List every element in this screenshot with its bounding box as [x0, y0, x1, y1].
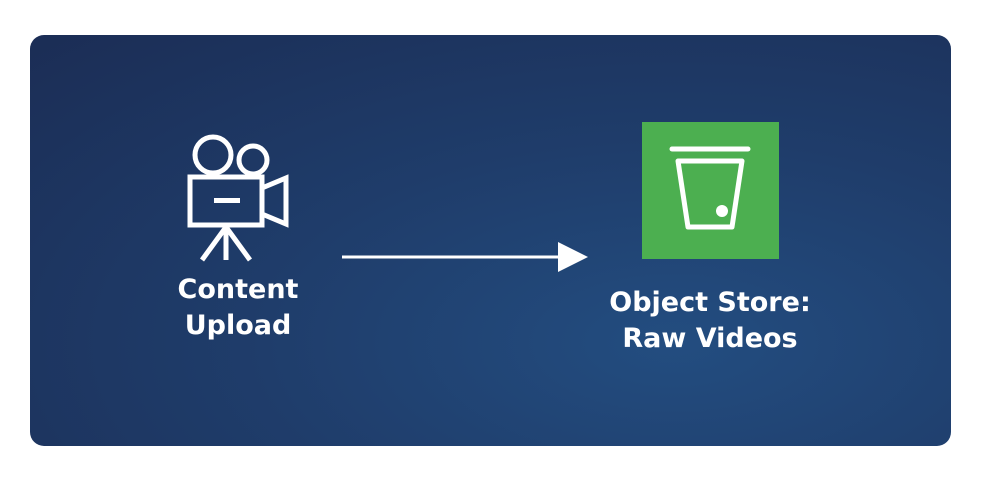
object-store-label: Object Store:Raw Videos [609, 287, 811, 354]
flow-arrow [342, 242, 588, 272]
object-store-node: Object Store:Raw Videos [595, 122, 825, 357]
object-store-tile [641, 122, 779, 259]
video-camera-icon [187, 134, 289, 262]
bucket-icon [669, 146, 751, 229]
